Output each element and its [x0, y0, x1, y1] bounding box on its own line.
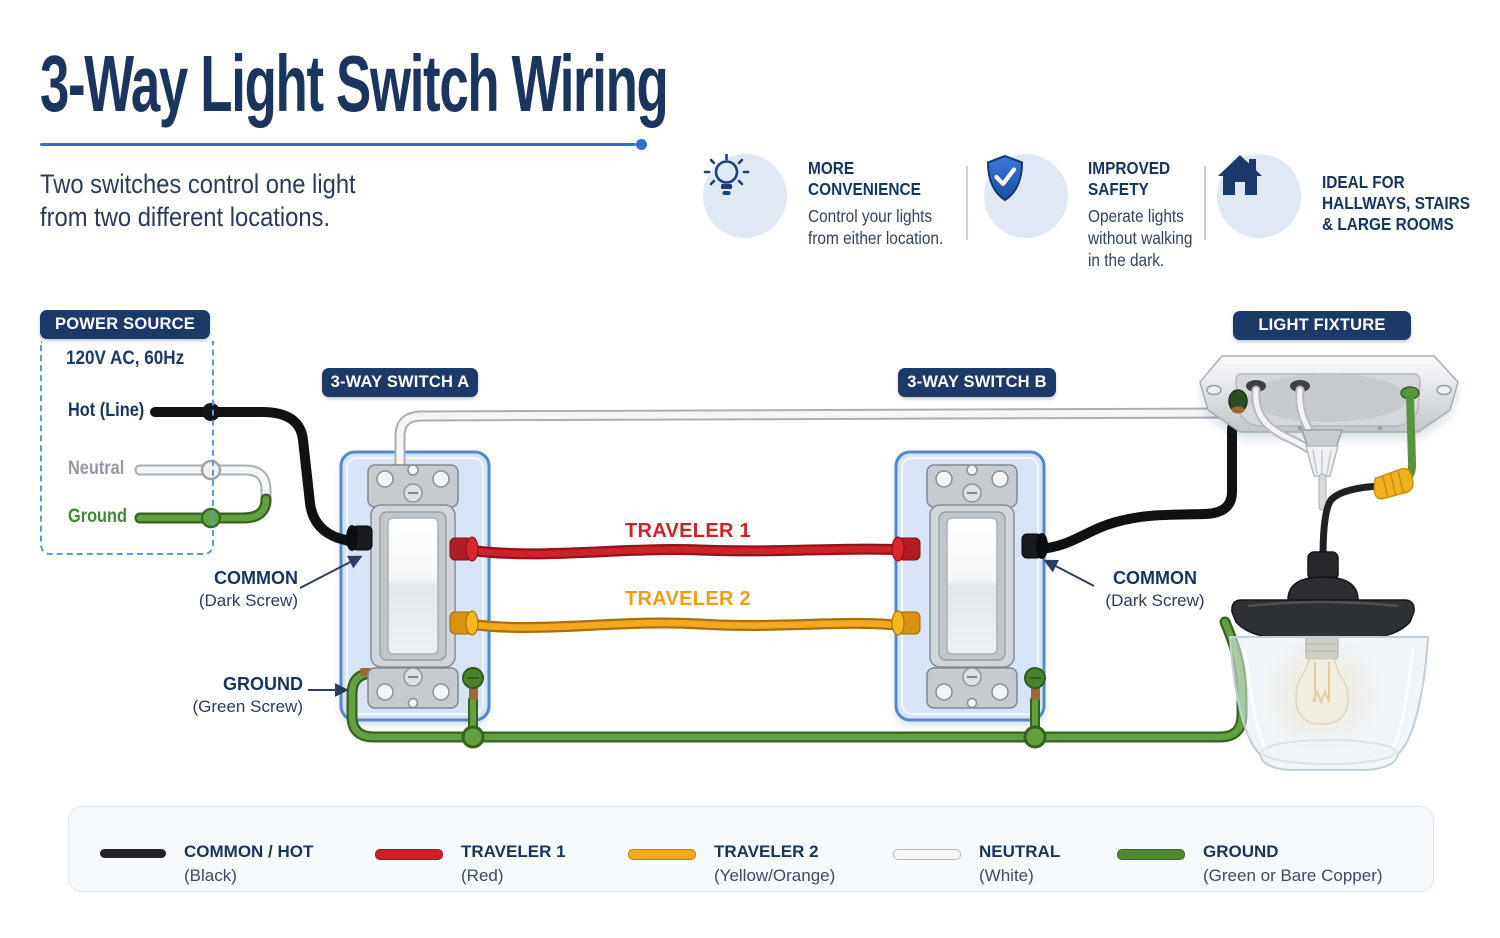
- ground-sub-label: (Green Screw): [192, 696, 303, 716]
- benefit-desc: Control your lights from either location…: [808, 206, 944, 249]
- pendant-cord: [1319, 482, 1384, 562]
- power-source-badge: POWER SOURCE: [40, 310, 210, 339]
- legend-sub: (Yellow/Orange): [714, 866, 836, 886]
- neutral-label: Neutral: [68, 458, 125, 479]
- switch-b-device: [891, 464, 1048, 709]
- junction-nodes: [200, 403, 1047, 749]
- page-title: 3-Way Light Switch Wiring: [40, 39, 669, 128]
- switch-b-traveler2-terminal: [891, 610, 921, 636]
- benefit-rooms-circle: [1217, 154, 1301, 238]
- switch-a-badge: 3-WAY SWITCH A: [322, 368, 478, 397]
- benefit-convenience: MORE CONVENIENCE Control your lights fro…: [808, 158, 943, 249]
- legend-label: COMMON / HOT: [184, 842, 314, 861]
- common-label: COMMON: [1113, 568, 1197, 588]
- title-underline-dot: [636, 139, 647, 150]
- light-fixture-badge: LIGHT FIXTURE: [1233, 311, 1411, 340]
- switch-a-common-terminal: [346, 525, 373, 551]
- benefit-title: MORE CONVENIENCE: [808, 158, 921, 199]
- legend-item-traveler1: TRAVELER 1 (Red): [375, 842, 566, 887]
- benefit-title: IDEAL FOR HALLWAYS, STAIRS & LARGE ROOMS: [1322, 172, 1471, 234]
- glass-shade: [1228, 636, 1430, 771]
- legend-label: TRAVELER 2: [714, 842, 819, 861]
- page-subtitle: Two switches control one light from two …: [40, 169, 356, 232]
- switch-b-ground-screw: [1024, 667, 1046, 700]
- power-spec: 120V AC, 60Hz: [66, 348, 185, 369]
- legend-sub: (Red): [461, 866, 504, 886]
- benefits-divider: [1204, 166, 1206, 240]
- legend-item-neutral: NEUTRAL (White): [893, 842, 1060, 887]
- house-icon: [1218, 155, 1262, 195]
- legend-sub: (Green or Bare Copper): [1203, 866, 1383, 886]
- green-wire-swatch: [1117, 849, 1185, 860]
- switch-a-common-callout: COMMON (Dark Screw): [160, 567, 298, 611]
- legend-label: NEUTRAL: [979, 842, 1061, 861]
- wire-nut: [1373, 467, 1414, 500]
- benefit-safety-circle: [984, 154, 1068, 238]
- white-wire-swatch: [893, 849, 961, 860]
- switch-b-common-callout: COMMON (Dark Screw): [1090, 567, 1220, 611]
- power-source-box: [40, 341, 214, 555]
- benefit-desc: Operate lights without walking in the da…: [1088, 206, 1193, 271]
- legend-label: GROUND: [1203, 842, 1279, 861]
- traveler2-label: TRAVELER 2: [625, 588, 751, 610]
- legend-item-common-hot: COMMON / HOT (Black): [100, 842, 313, 887]
- callout-arrows: [299, 555, 1095, 697]
- legend-item-ground: GROUND (Green or Bare Copper): [1117, 842, 1383, 887]
- switch-b-to-fixture-wire: [1033, 406, 1249, 554]
- switch-b-traveler1-terminal: [891, 536, 921, 562]
- benefits-divider: [966, 166, 968, 240]
- switch-a-ground-callout: GROUND (Green Screw): [165, 673, 303, 717]
- black-wire-swatch: [100, 849, 166, 858]
- legend-sub: (White): [979, 866, 1034, 886]
- shield-check-icon: [986, 154, 1024, 202]
- switch-a-ground-screw: [462, 667, 484, 700]
- ground-wire-source: [134, 493, 272, 524]
- ground-label: Ground: [68, 506, 128, 527]
- hot-line-label: Hot (Line): [68, 400, 145, 421]
- common-sub-label: (Dark Screw): [1105, 590, 1205, 610]
- benefit-rooms: IDEAL FOR HALLWAYS, STAIRS & LARGE ROOMS: [1322, 172, 1470, 235]
- pendant-light: [1228, 551, 1430, 771]
- benefit-title: IMPROVED SAFETY: [1088, 158, 1171, 199]
- traveler2-wire: [462, 617, 910, 634]
- legend-item-traveler2: TRAVELER 2 (Yellow/Orange): [628, 842, 835, 887]
- switch-a-device: [346, 464, 484, 709]
- benefit-safety: IMPROVED SAFETY Operate lights without w…: [1088, 158, 1192, 271]
- yellow-wire-swatch: [628, 849, 696, 860]
- switch-a-traveler2-terminal: [449, 610, 479, 636]
- fixture-wiring: [1251, 385, 1417, 562]
- legend-label: TRAVELER 1: [461, 842, 566, 861]
- hot-wire: [150, 407, 365, 549]
- switch-b-badge: 3-WAY SWITCH B: [898, 368, 1056, 397]
- traveler1-label: TRAVELER 1: [625, 520, 751, 542]
- light-fixture-canopy: [1199, 355, 1459, 439]
- lightbulb-icon: [703, 154, 750, 195]
- common-sub-label: (Dark Screw): [198, 590, 298, 610]
- title-underline: [40, 143, 636, 146]
- switch-a-traveler1-terminal: [449, 536, 479, 562]
- switch-b-common-terminal: [1021, 533, 1048, 559]
- neutral-wire-source: [134, 464, 272, 509]
- ground-label: GROUND: [223, 674, 303, 694]
- legend-sub: (Black): [184, 866, 237, 886]
- common-label: COMMON: [214, 568, 298, 588]
- red-wire-swatch: [375, 849, 443, 860]
- traveler1-wire: [462, 543, 910, 560]
- benefit-convenience-circle: [703, 154, 787, 238]
- legend: [68, 806, 1434, 892]
- neutral-wire-run: [394, 407, 1236, 478]
